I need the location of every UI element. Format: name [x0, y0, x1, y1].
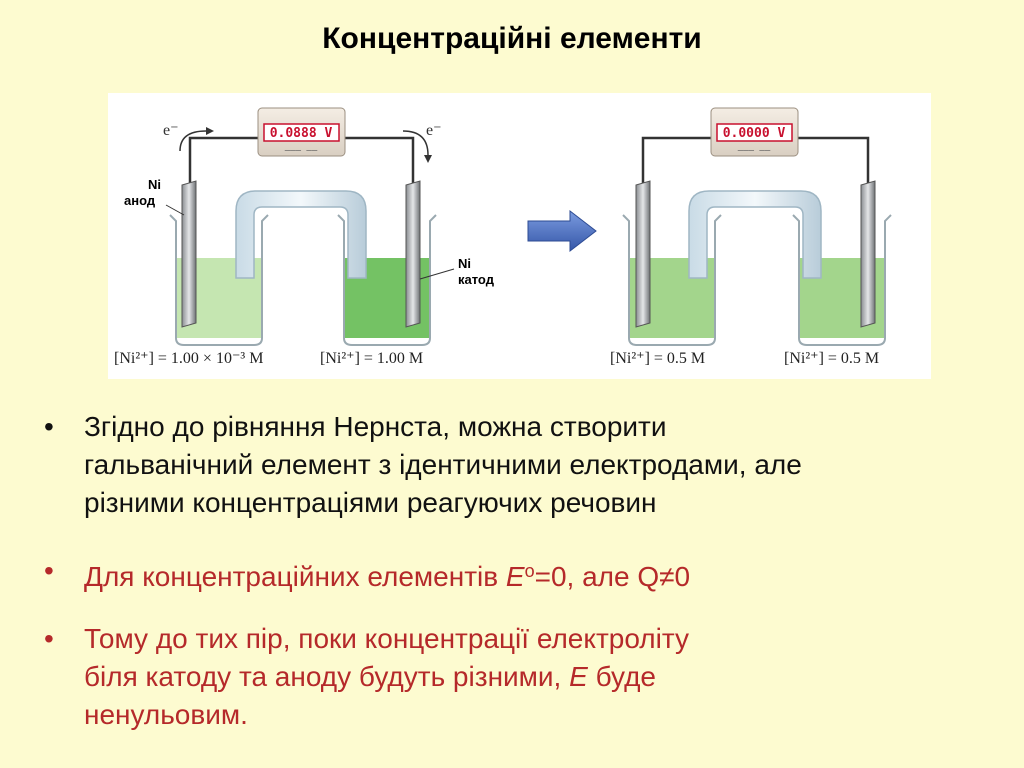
electron-label-right: e⁻	[426, 122, 442, 139]
bullet-text-line: різними концентраціями реагуючих речовин	[84, 487, 657, 518]
bullet-text-line: ненульовим.	[84, 699, 248, 730]
salt-bridge-icon	[688, 190, 822, 279]
bullet-text: буде	[587, 661, 656, 692]
bullet-standard-potential: • Для концентраційних елементів Eo=0, ал…	[40, 552, 990, 596]
bullet-text: Для концентраційних елементів	[84, 561, 506, 592]
svg-text:‒‒‒ ‒‒: ‒‒‒ ‒‒	[738, 146, 771, 156]
bullet-dot: •	[44, 623, 54, 654]
electrode-icon	[860, 180, 876, 328]
bullet-text-line: біля катоду та аноду будуть різними, E б…	[84, 658, 990, 696]
salt-bridge-icon	[235, 190, 367, 279]
voltmeter-reading: 0.0000 V	[723, 126, 786, 141]
voltmeter-reading: 0.0888 V	[270, 126, 333, 141]
electron-label-left: e⁻	[163, 122, 179, 139]
electron-flow-arrow-left	[206, 127, 214, 135]
bullet-text-line: Згідно до рівняння Нернста, можна створи…	[84, 411, 667, 442]
right-left-concentration: [Ni²⁺] = 0.5 M	[610, 350, 705, 367]
electron-flow-arrow-right	[424, 155, 432, 163]
bullet-dot: •	[44, 555, 54, 586]
right-right-concentration: [Ni²⁺] = 0.5 M	[784, 350, 879, 367]
potential-symbol: E	[569, 661, 588, 692]
voltmeter-icon: 0.0888 V ‒‒‒ ‒‒	[257, 107, 346, 157]
electrode-icon	[635, 180, 651, 328]
bullet-list: • Згідно до рівняння Нернста, можна ство…	[40, 408, 990, 734]
right-arrow-icon	[527, 209, 597, 253]
bullet-nonzero-potential: • Тому до тих пір, поки концентрації еле…	[40, 620, 990, 734]
left-anode-concentration: [Ni²⁺] = 1.00 × 10⁻³ M	[114, 350, 263, 367]
standard-superscript: o	[524, 561, 535, 581]
bullet-text: =0, але Q≠0	[534, 561, 691, 592]
anode-label: анод	[124, 193, 156, 208]
electrode-icon	[405, 180, 421, 328]
bullet-text-line: гальванічний елемент з ідентичними елект…	[84, 449, 802, 480]
bullet-nernst: • Згідно до рівняння Нернста, можна ство…	[40, 408, 990, 522]
svg-text:‒‒‒ ‒‒: ‒‒‒ ‒‒	[285, 146, 318, 156]
voltmeter-icon: 0.0000 V ‒‒‒ ‒‒	[710, 107, 799, 157]
concentration-cell-figure: 0.0888 V ‒‒‒ ‒‒ e⁻ e⁻	[108, 93, 931, 379]
cathode-label: катод	[458, 272, 495, 287]
right-cell: 0.0000 V ‒‒‒ ‒‒ [Ni²⁺] = 0.5 M [Ni²⁺] = …	[610, 107, 892, 367]
bullet-text: біля катоду та аноду будуть різними,	[84, 661, 570, 692]
concentration-cell-diagram: 0.0888 V ‒‒‒ ‒‒ e⁻ e⁻	[108, 107, 892, 367]
slide-title: Концентраційні елементи	[322, 22, 702, 55]
cathode-label-element: Ni	[458, 256, 471, 271]
bullet-text-line: Тому до тих пір, поки концентрації елект…	[84, 623, 689, 654]
left-cell: 0.0888 V ‒‒‒ ‒‒ e⁻ e⁻	[108, 107, 495, 367]
left-cathode-concentration: [Ni²⁺] = 1.00 M	[320, 350, 423, 367]
potential-symbol: E	[505, 561, 525, 592]
anode-label-element: Ni	[148, 177, 161, 192]
electrode-icon	[181, 180, 197, 328]
bullet-dot: •	[44, 411, 54, 442]
